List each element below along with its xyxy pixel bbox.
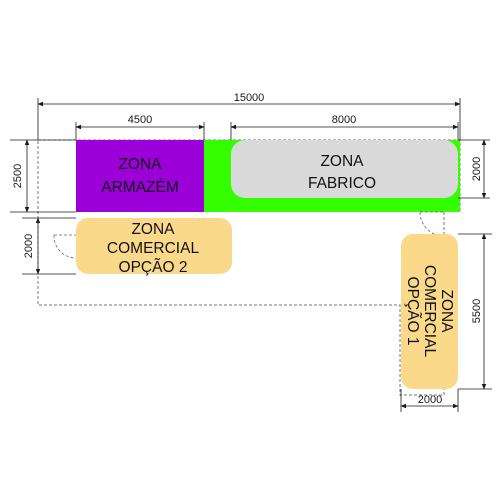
comercial1-label-1: ZONA — [438, 289, 455, 333]
dim-comercial1-width-label: 2000 — [418, 394, 442, 406]
dim-comercial1-height — [458, 233, 492, 390]
door-swing-left — [53, 234, 77, 259]
zona-comercial-opcao-1 — [401, 234, 458, 389]
dim-left-height — [10, 139, 76, 213]
comercial1-label-3: OPÇÃO 1 — [404, 277, 421, 346]
dim-comercial2-height-label: 2000 — [23, 234, 35, 258]
armazem-label-1: ZONA — [118, 156, 162, 173]
dim-fabrico-label: 8000 — [332, 114, 356, 126]
dim-left-height-label: 2500 — [12, 164, 24, 188]
comercial2-label-3: OPÇÃO 2 — [119, 259, 188, 276]
fabrico-label-1: ZONA — [320, 153, 364, 170]
armazem-label-2: ARMAZÉM — [101, 179, 179, 196]
comercial1-label-2: COMERCIAL — [421, 265, 438, 358]
dim-comercial1-height-label: 5500 — [471, 299, 483, 323]
dim-overall-label: 15000 — [234, 92, 265, 104]
dim-comercial1-width — [400, 389, 459, 412]
comercial2-label-1: ZONA — [131, 221, 175, 238]
dim-fabrico — [230, 122, 459, 140]
dim-armazem — [75, 122, 205, 140]
zona-comercial-opcao-2 — [76, 218, 232, 274]
dim-armazem-label: 4500 — [128, 114, 152, 126]
fabrico-label-2: FABRICO — [308, 175, 376, 192]
dim-comercial2-height — [22, 217, 76, 275]
comercial2-label-2: COMERCIAL — [107, 240, 200, 257]
dim-overall — [37, 98, 461, 140]
door-swing-right — [419, 211, 445, 237]
dim-fabrico-height — [458, 139, 490, 199]
dim-fabrico-height-label: 2000 — [471, 157, 483, 181]
comercial1-label-group: ZONA COMERCIAL OPÇÃO 1 — [404, 265, 455, 358]
zona-fabrico — [231, 140, 458, 198]
zona-armazem — [76, 140, 204, 212]
